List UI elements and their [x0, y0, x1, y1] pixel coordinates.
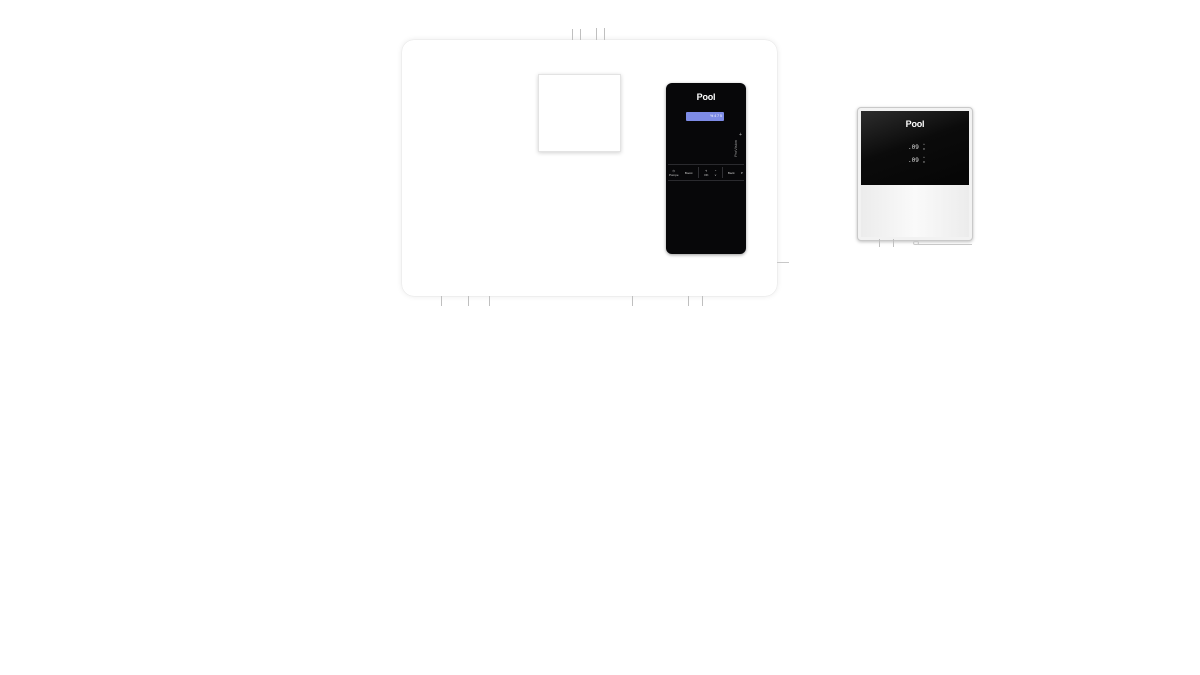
power-icon: ⏻ — [672, 168, 675, 173]
remote-display: Pool .09 ^ v .09 ^ v — [861, 111, 969, 185]
boost-button[interactable]: Boost — [684, 170, 693, 175]
remote-cable — [918, 244, 972, 245]
bottom-connector-pin — [468, 296, 469, 306]
program-button[interactable]: P — [740, 170, 743, 175]
panel-logo: Pool — [696, 92, 716, 102]
lcd-display: % 4 7 5 — [686, 112, 724, 121]
keypad-divider — [721, 167, 723, 178]
remote-controller: Pool .09 ^ v .09 ^ v — [857, 107, 973, 241]
remote-logo: Pool — [905, 119, 925, 129]
down-button[interactable]: v — [714, 172, 717, 177]
top-connector-pin — [596, 28, 597, 40]
remote-cable — [913, 241, 919, 245]
plus-icon: + — [739, 132, 742, 138]
pump-button[interactable]: ⏻ Pompe — [668, 169, 680, 177]
remote-down-button[interactable]: v — [923, 159, 925, 164]
remote-up-button[interactable]: ^ — [923, 142, 925, 147]
bottom-connector-pin — [688, 296, 689, 306]
keypad: ⏻ Pompe Boost ↰ OK ^ v Back P — [668, 164, 744, 181]
up-button[interactable]: ^ — [714, 168, 717, 173]
top-connector-pin — [572, 29, 573, 40]
lcd-readout: % 4 7 5 — [710, 114, 722, 118]
remote-arrows-2: ^ v — [923, 156, 925, 164]
return-icon: ↰ — [705, 168, 708, 173]
pump-button-label: Pompe — [669, 172, 679, 177]
nav-arrows-icon[interactable]: ^ v — [714, 169, 718, 177]
back-button[interactable]: Back — [727, 170, 735, 175]
remote-connector-pin — [893, 239, 894, 247]
ok-button[interactable]: ↰ OK — [703, 169, 709, 177]
bottom-connector-pin — [441, 296, 442, 306]
bottom-connector-pin — [702, 296, 703, 306]
control-panel: Pool % 4 7 5 ProVision + ⏻ Pompe Boost ↰… — [666, 83, 746, 254]
bottom-connector-pin — [632, 296, 633, 306]
remote-readout-1: .09 — [908, 144, 919, 151]
remote-up-button[interactable]: ^ — [923, 155, 925, 160]
top-connector-pin — [604, 28, 605, 40]
side-cable — [777, 262, 789, 263]
bottom-connector-pin — [489, 296, 490, 306]
top-connector-pin — [580, 29, 581, 40]
keypad-divider — [697, 167, 699, 178]
remote-readout-2: .09 — [908, 157, 919, 164]
ok-button-label: OK — [704, 172, 709, 177]
remote-connector-pin — [879, 239, 880, 247]
terminal-cover — [538, 74, 621, 152]
remote-down-button[interactable]: v — [923, 146, 925, 151]
remote-arrows-1: ^ v — [923, 143, 925, 151]
remote-housing — [861, 185, 969, 237]
